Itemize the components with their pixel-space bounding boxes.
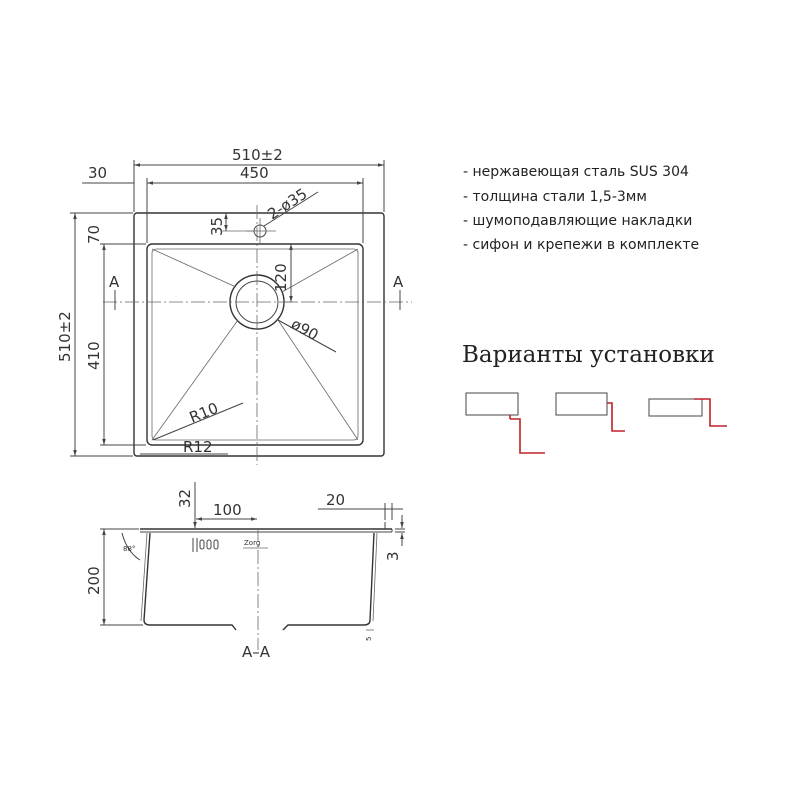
sink-bowl-outline bbox=[146, 243, 364, 446]
dim-rim-top: 70 bbox=[85, 225, 103, 244]
install-variants-title: Варианты установки bbox=[462, 342, 715, 368]
bowl-wall-left bbox=[143, 532, 237, 631]
section-marker-left: A bbox=[109, 273, 120, 291]
dim-overall-width: 510±2 bbox=[232, 146, 283, 164]
dim-flange-width: 20 bbox=[326, 491, 345, 509]
feature-item: - нержавеющая сталь SUS 304 bbox=[463, 164, 689, 180]
dim-rim-side: 30 bbox=[88, 164, 107, 182]
dim-drain-diameter: ø90 bbox=[288, 315, 321, 344]
dim-bowl-width: 450 bbox=[240, 164, 269, 182]
slope-line bbox=[151, 319, 239, 441]
dim-outer-radius: R12 bbox=[183, 438, 213, 456]
section-marker-right: A bbox=[393, 273, 404, 291]
dim-inner-radius: R10 bbox=[187, 399, 221, 427]
slope-line bbox=[277, 319, 359, 441]
top-view: A A 510±2 450 30 510±2 410 70 35 2-ø35 bbox=[56, 146, 412, 465]
feature-item: - толщина стали 1,5-3мм bbox=[463, 189, 647, 205]
slope-line bbox=[151, 248, 237, 288]
dim-flange-thickness: 3 bbox=[384, 551, 402, 561]
dim-bowl-height: 410 bbox=[85, 341, 103, 370]
dim-drain-offset: 120 bbox=[272, 263, 290, 292]
dim-overflow-spacing: 100 bbox=[213, 501, 242, 519]
dim-bottom-offset: 5 bbox=[365, 637, 373, 641]
install-variant-1 bbox=[465, 392, 545, 454]
dim-wall-angle: 88° bbox=[123, 545, 135, 553]
bowl-wall-right bbox=[282, 532, 375, 631]
feature-item: - сифон и крепежи в комплекте bbox=[463, 237, 700, 253]
dim-overflow-offset: 32 bbox=[176, 489, 194, 508]
dim-tap-hole: 2-ø35 bbox=[264, 185, 310, 224]
section-label: A–A bbox=[242, 643, 271, 661]
brand-logo: Zorg bbox=[244, 539, 260, 547]
section-view: Zorg 32 100 20 3 200 88° 5 A–A bbox=[85, 482, 405, 661]
feature-item: - шумоподавляющие накладки bbox=[463, 213, 693, 229]
install-variant-3 bbox=[648, 398, 727, 427]
slope-line bbox=[281, 248, 359, 293]
dim-overall-height: 510±2 bbox=[56, 311, 74, 362]
sink-outer-rim bbox=[133, 212, 385, 457]
dim-tap-offset: 35 bbox=[208, 217, 226, 236]
install-variant-2 bbox=[555, 392, 625, 432]
dim-depth: 200 bbox=[85, 566, 103, 595]
sink-bowl-inner bbox=[151, 248, 359, 441]
